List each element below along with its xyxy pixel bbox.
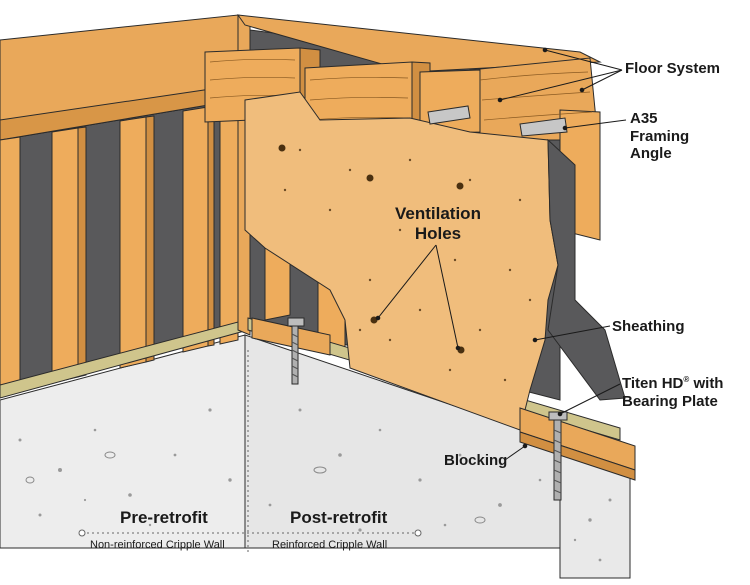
ventilation-hole xyxy=(456,182,464,190)
plywood-sheathing xyxy=(244,91,626,431)
a35-angle xyxy=(427,105,471,125)
ventilation-holes-label: Ventilation Holes xyxy=(395,204,481,244)
floor-system-label: Floor System xyxy=(625,60,721,77)
a35-label-line3: Angle xyxy=(630,145,672,163)
titen-hd-label: Titen HD® with Bearing Plate xyxy=(622,375,723,410)
ventilation-label-line1: Ventilation xyxy=(395,204,481,223)
registered-mark: ® xyxy=(683,375,690,384)
post-retrofit-title: Post-retrofit xyxy=(290,508,388,527)
titen-hd-anchors xyxy=(287,317,568,501)
ventilation-hole xyxy=(366,174,374,182)
pre-retrofit-cripple-wall xyxy=(0,14,250,399)
leader-lines xyxy=(375,47,627,461)
caption-guides xyxy=(78,350,422,555)
ventilation-label-line2: Holes xyxy=(414,224,462,244)
post-retrofit-subtitle: Reinforced Cripple Wall xyxy=(272,539,388,551)
pre-retrofit-title: Pre-retrofit xyxy=(120,508,208,527)
ventilation-hole xyxy=(278,144,286,152)
pre-retrofit-subtitle: Non-reinforced Cripple Wall xyxy=(90,539,225,551)
a35-framing-angle-label: A35 Framing Angle xyxy=(630,110,689,163)
titen-hd-anchor xyxy=(287,317,305,385)
blocking-label: Blocking xyxy=(444,452,508,469)
concrete-foundation xyxy=(0,334,631,579)
sheathing-label: Sheathing xyxy=(612,318,685,335)
a35-framing-angles xyxy=(427,105,568,137)
a35-angle xyxy=(519,117,568,137)
titen-label-line1: Titen HD® with xyxy=(622,375,724,392)
blocking xyxy=(251,317,636,481)
a35-label-line1: A35 xyxy=(630,110,658,127)
a35-label-line2: Framing xyxy=(630,127,690,145)
titen-hd-anchor xyxy=(548,411,568,501)
titen-label-line2: Bearing Plate xyxy=(622,392,718,410)
